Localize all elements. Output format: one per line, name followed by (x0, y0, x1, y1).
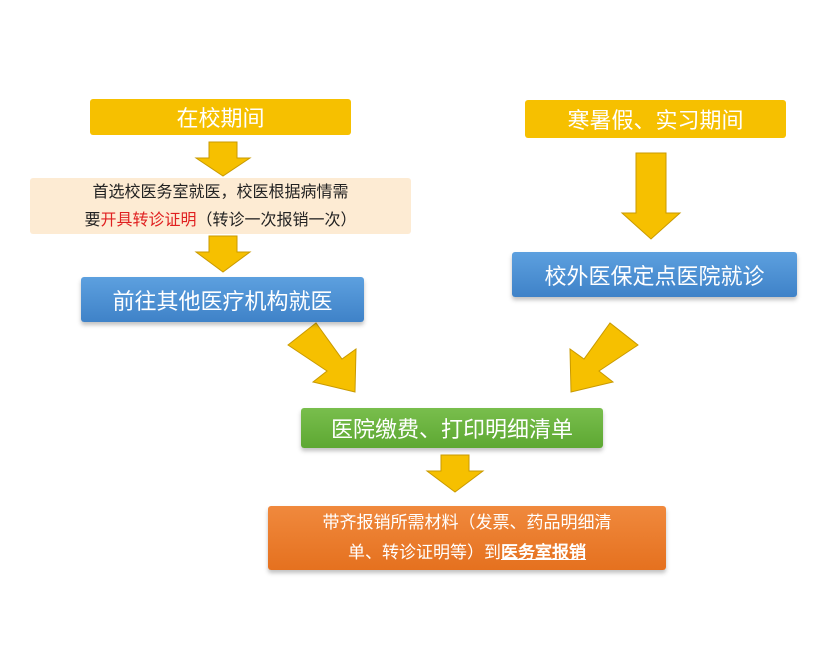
arrow-diag-left (287, 322, 357, 393)
school-clinic-box: 首选校医务室就医，校医根据病情需 要开具转诊证明（转诊一次报销一次） (30, 178, 411, 234)
payment-label: 医院缴费、打印明细清单 (330, 418, 573, 443)
arrow-diag-right (569, 322, 639, 393)
reimburse-line1: 带齐报销所需材料（发票、药品明细清 (322, 513, 612, 533)
payment-box: 医院缴费、打印明细清单 (301, 408, 603, 448)
referral-certificate-highlight: 开具转诊证明 (100, 210, 197, 229)
vacation-internship-period-label: 寒暑假、实习期间 (567, 109, 744, 134)
clinic-reimbursement-highlight: 医务室报销 (501, 543, 586, 563)
arrow-down-3 (620, 152, 682, 240)
designated-hospital-label: 校外医保定点医院就诊 (544, 264, 765, 290)
school-clinic-line2: 要开具转诊证明（转诊一次报销一次） (84, 210, 357, 229)
school-clinic-line1: 首选校医务室就医，校医根据病情需 (92, 182, 349, 201)
other-hospital-label: 前往其他医疗机构就医 (112, 289, 333, 315)
reimburse-box: 带齐报销所需材料（发票、药品明细清 单、转诊证明等）到医务室报销 (268, 506, 666, 570)
in-school-period-label: 在校期间 (176, 107, 265, 132)
arrow-down-2 (194, 235, 252, 273)
reimburse-line2: 单、转诊证明等）到医务室报销 (348, 543, 586, 563)
vacation-internship-period-box: 寒暑假、实习期间 (525, 100, 786, 138)
in-school-period-box: 在校期间 (90, 99, 351, 135)
other-hospital-box: 前往其他医疗机构就医 (81, 277, 364, 322)
arrow-down-4 (425, 454, 485, 493)
designated-hospital-box: 校外医保定点医院就诊 (512, 252, 797, 297)
arrow-down-1 (194, 141, 252, 177)
